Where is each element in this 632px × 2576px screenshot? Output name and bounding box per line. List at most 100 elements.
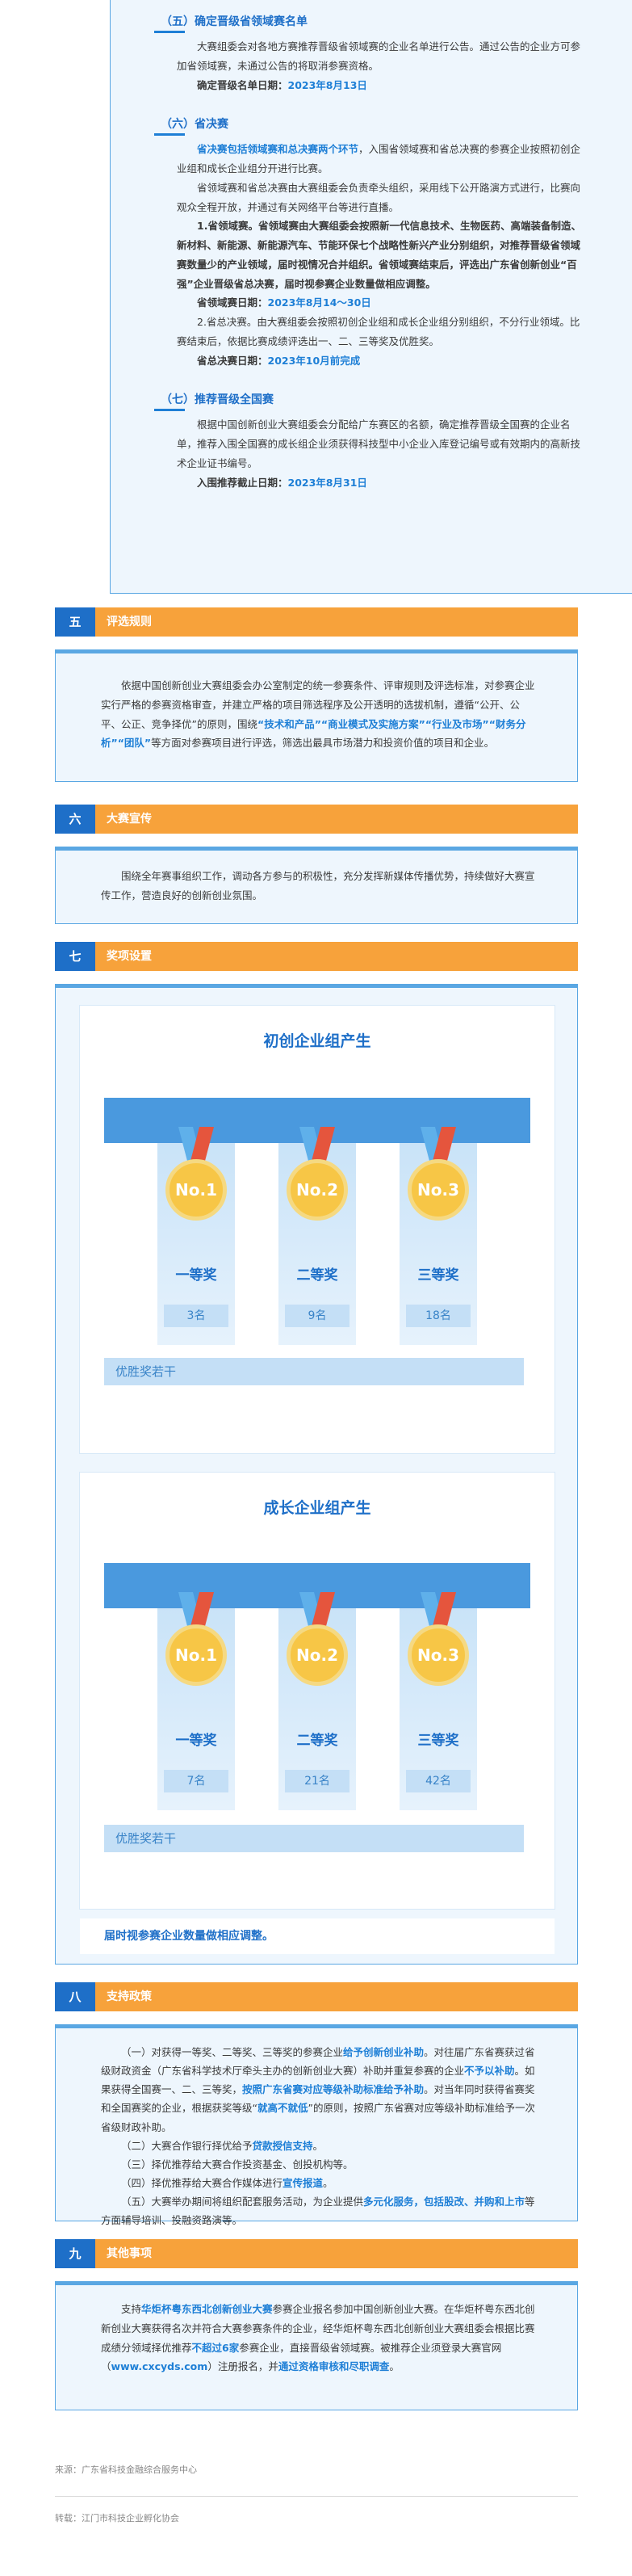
deadline-label: 确定晋级名单日期：: [197, 78, 288, 91]
subsection-6-line2: 省领域赛和省总决赛由大赛组委会负责牵头组织，采用线下公开路演方式进行，比赛向观众…: [177, 181, 581, 213]
subsection-6: （六）省决赛: [111, 116, 632, 137]
award-adjust-note: 届时视参赛企业数量做相应调整。: [80, 1918, 555, 1954]
ribbon-icon: [421, 1592, 456, 1629]
text-part: 参赛企业，直接晋级省领域赛。被推荐企业须登录大赛官网（: [101, 2341, 502, 2373]
deadline-value: 2023年8月13日: [287, 78, 367, 91]
section-7-body: 初创企业组产生 No.1 No.2 No.3 一等奖 二等奖 三等奖 3名 9名…: [55, 984, 578, 1965]
section-7-header: 七 奖项设置: [55, 942, 578, 971]
ribbon-icon: [421, 1127, 456, 1164]
text-part: 。: [323, 2176, 333, 2189]
section-6-header: 六 大赛宣传: [55, 805, 578, 834]
section-8-header: 八 支持政策: [55, 1982, 578, 2011]
subsection-6-lead: 省决赛包括领域赛和总决赛两个环节，入围省领域赛和省总决赛的参赛企业按照初创企业组…: [177, 140, 588, 179]
award-count: 42名: [406, 1770, 471, 1792]
award-card-startup: 初创企业组产生 No.1 No.2 No.3 一等奖 二等奖 三等奖 3名 9名…: [80, 1006, 555, 1453]
excellent-award: 优胜奖若干: [104, 1358, 524, 1385]
award-grade: 一等奖: [175, 1267, 217, 1284]
policy-item-1: （一）对获得一等奖、二等奖、三等奖的参赛企业给予创新创业补助。对往届广东省赛获过…: [101, 2043, 535, 2137]
section-number: 八: [55, 1982, 95, 2011]
award-group-title: 成长企业组产生: [263, 1499, 371, 1517]
ribbon-icon: [299, 1127, 335, 1164]
award-grade: 二等奖: [296, 1267, 338, 1284]
award-group-title: 初创企业组产生: [263, 1032, 371, 1050]
section-title: 奖项设置: [95, 942, 578, 971]
section-title: 评选规则: [95, 607, 578, 637]
text-part: 。: [312, 2139, 324, 2152]
policy-item-3: （三）择优推荐给大赛合作投资基金、创投机构等。: [121, 2158, 354, 2170]
policy-highlight: 多元化服务，包括股改、并购和上市: [363, 2196, 525, 2208]
subsection-5-title: （五）确定晋级省领域赛名单: [161, 15, 308, 28]
award-count: 7名: [164, 1770, 228, 1792]
subsection-6-p2: 2.省总决赛。由大赛组委会按照初创企业组和成长企业组分别组织，不分行业领域。比赛…: [177, 316, 580, 347]
text-part: ）注册报名，并: [207, 2360, 278, 2373]
text-part: ”的原则，按照广东省赛对应等级补助标准给予一次省级财政补助。: [101, 2102, 535, 2133]
text-part: 参赛企业报名参加中国创新创业大赛。在华炬杯粤东西北创新创业大赛获得名次并符合大赛…: [101, 2303, 535, 2354]
section-number: 五: [55, 607, 95, 637]
podium-side: [104, 1563, 136, 1608]
policy-highlight: 按照广东省赛对应等级补助标准给予补助: [242, 2083, 425, 2096]
website-link[interactable]: www.cxcyds.com: [111, 2360, 208, 2373]
footer-divider: [55, 2496, 578, 2497]
medal-icon: No.3: [408, 1624, 469, 1686]
text-part: （二）大赛合作银行择优给予: [121, 2139, 253, 2152]
award-grade: 三等奖: [417, 1733, 459, 1749]
subsection-5-text: 大赛组委会对各地方赛推荐晋级省领域赛的企业名单进行公告。通过公告的企业方可参加省…: [177, 40, 581, 72]
section-number: 六: [55, 805, 95, 834]
policy-highlight: 贷款授信支持: [252, 2139, 313, 2152]
ribbon-icon: [299, 1592, 335, 1629]
section-6-body: 围绕全年赛事组织工作，调动各方参与的积极性，充分发挥新媒体传播优势，持续做好大赛…: [55, 847, 578, 924]
section-number: 九: [55, 2239, 95, 2268]
subsection-7-deadline: 入围推荐截止日期：2023年8月31日: [177, 473, 588, 493]
policy-highlight: 不予以补助: [464, 2065, 515, 2078]
medal-icon: No.3: [408, 1159, 469, 1221]
podium-side: [498, 1098, 530, 1143]
other-highlight: 不超过6家: [191, 2341, 240, 2354]
date-label: 省领域赛日期：: [197, 296, 268, 309]
section-9-header: 九 其他事项: [55, 2239, 578, 2268]
subsection-6-p1-date: 省领域赛日期：2023年8月14～30日: [177, 293, 588, 313]
deadline-value: 2023年8月31日: [287, 476, 367, 489]
subsection-7-body: 根据中国创新创业大赛组委会分配给广东赛区的名额，确定推荐晋级全国赛的企业名单，推…: [111, 415, 632, 492]
text-part: （四）择优推荐给大赛合作媒体进行: [121, 2176, 283, 2189]
medal-icon: No.1: [165, 1159, 227, 1221]
excellent-award: 优胜奖若干: [104, 1825, 524, 1852]
text-part: 。: [389, 2360, 400, 2373]
date-value: 2023年10月前完成: [267, 354, 361, 367]
subsection-5: （五）确定晋级省领域赛名单: [111, 13, 632, 33]
criteria-highlight: “技术和产品”“商业模式及实施方案”“行业及市场”“财务分析”“团队”: [101, 717, 526, 750]
section-title: 支持政策: [95, 1982, 578, 2011]
policy-item-4: （四）择优推荐给大赛合作媒体进行宣传报道。: [101, 2174, 535, 2192]
award-count: 21名: [285, 1770, 349, 1792]
policy-item-5: （五）大赛举办期间将组织配套服务活动，为企业提供多元化服务，包括股改、并购和上市…: [101, 2192, 535, 2229]
lead-rest: ，入围省领域赛和省总决赛的参赛企业按照初创企业组和成长企业组分开进行比赛。: [177, 143, 581, 174]
award-card-growth: 成长企业组产生 No.1 No.2 No.3 一等奖 二等奖 三等奖 7名 21…: [80, 1473, 555, 1909]
text-part: 等方面对参赛项目进行评选，筛选出最具市场潜力和投资价值的项目和企业。: [151, 737, 495, 750]
other-highlight: 华炬杯粤东西北创新创业大赛: [141, 2303, 273, 2315]
subsection-bar: [154, 409, 185, 412]
award-grade: 二等奖: [296, 1733, 338, 1749]
subsection-6-body: 省决赛包括领域赛和总决赛两个环节，入围省领域赛和省总决赛的参赛企业按照初创企业组…: [111, 140, 632, 370]
section-5-body: 依据中国创新创业大赛组委会办公室制定的统一参赛条件、评审规则及评选标准，对参赛企…: [55, 649, 578, 782]
award-count: 9名: [285, 1305, 349, 1327]
text-part: （一）对获得一等奖、二等奖、三等奖的参赛企业: [121, 2046, 344, 2058]
award-count: 3名: [164, 1305, 228, 1327]
section-title: 大赛宣传: [95, 805, 578, 834]
policy-highlight: 给予创新创业补助: [343, 2046, 425, 2058]
award-grade: 一等奖: [175, 1733, 217, 1749]
section-8-body: （一）对获得一等奖、二等奖、三等奖的参赛企业给予创新创业补助。对往届广东省赛获过…: [55, 2024, 578, 2226]
award-grade: 三等奖: [417, 1267, 459, 1284]
text-part: 。对往届广东省赛获过省级财政资金（广东省科学技术厅牵头主办的创新创业大赛）补助并…: [101, 2046, 535, 2078]
podium-side: [104, 1098, 136, 1143]
other-text: 支持华炬杯粤东西北创新创业大赛参赛企业报名参加中国创新创业大赛。在华炬杯粤东西北…: [101, 2300, 535, 2376]
section-6-text: 围绕全年赛事组织工作，调动各方参与的积极性，充分发挥新媒体传播优势，持续做好大赛…: [101, 870, 535, 901]
ribbon-icon: [178, 1127, 214, 1164]
section-5-header: 五 评选规则: [55, 607, 578, 637]
subsection-6-p2-date: 省总决赛日期：2023年10月前完成: [177, 351, 588, 371]
subsection-7-text: 根据中国创新创业大赛组委会分配给广东赛区的名额，确定推荐晋级全国赛的企业名单，推…: [177, 418, 581, 469]
subsection-5-body: 大赛组委会对各地方赛推荐晋级省领域赛的企业名单进行公告。通过公告的企业方可参加省…: [111, 37, 632, 95]
text-part: 依据中国创新创业大赛组委会办公室制定的统一参赛条件、评审规则及评选标准，对参赛企…: [101, 679, 535, 730]
subsection-bar: [154, 31, 185, 33]
date-value: 2023年8月14～30日: [267, 296, 371, 309]
subsection-7-title: （七）推荐晋级全国赛: [161, 393, 274, 407]
